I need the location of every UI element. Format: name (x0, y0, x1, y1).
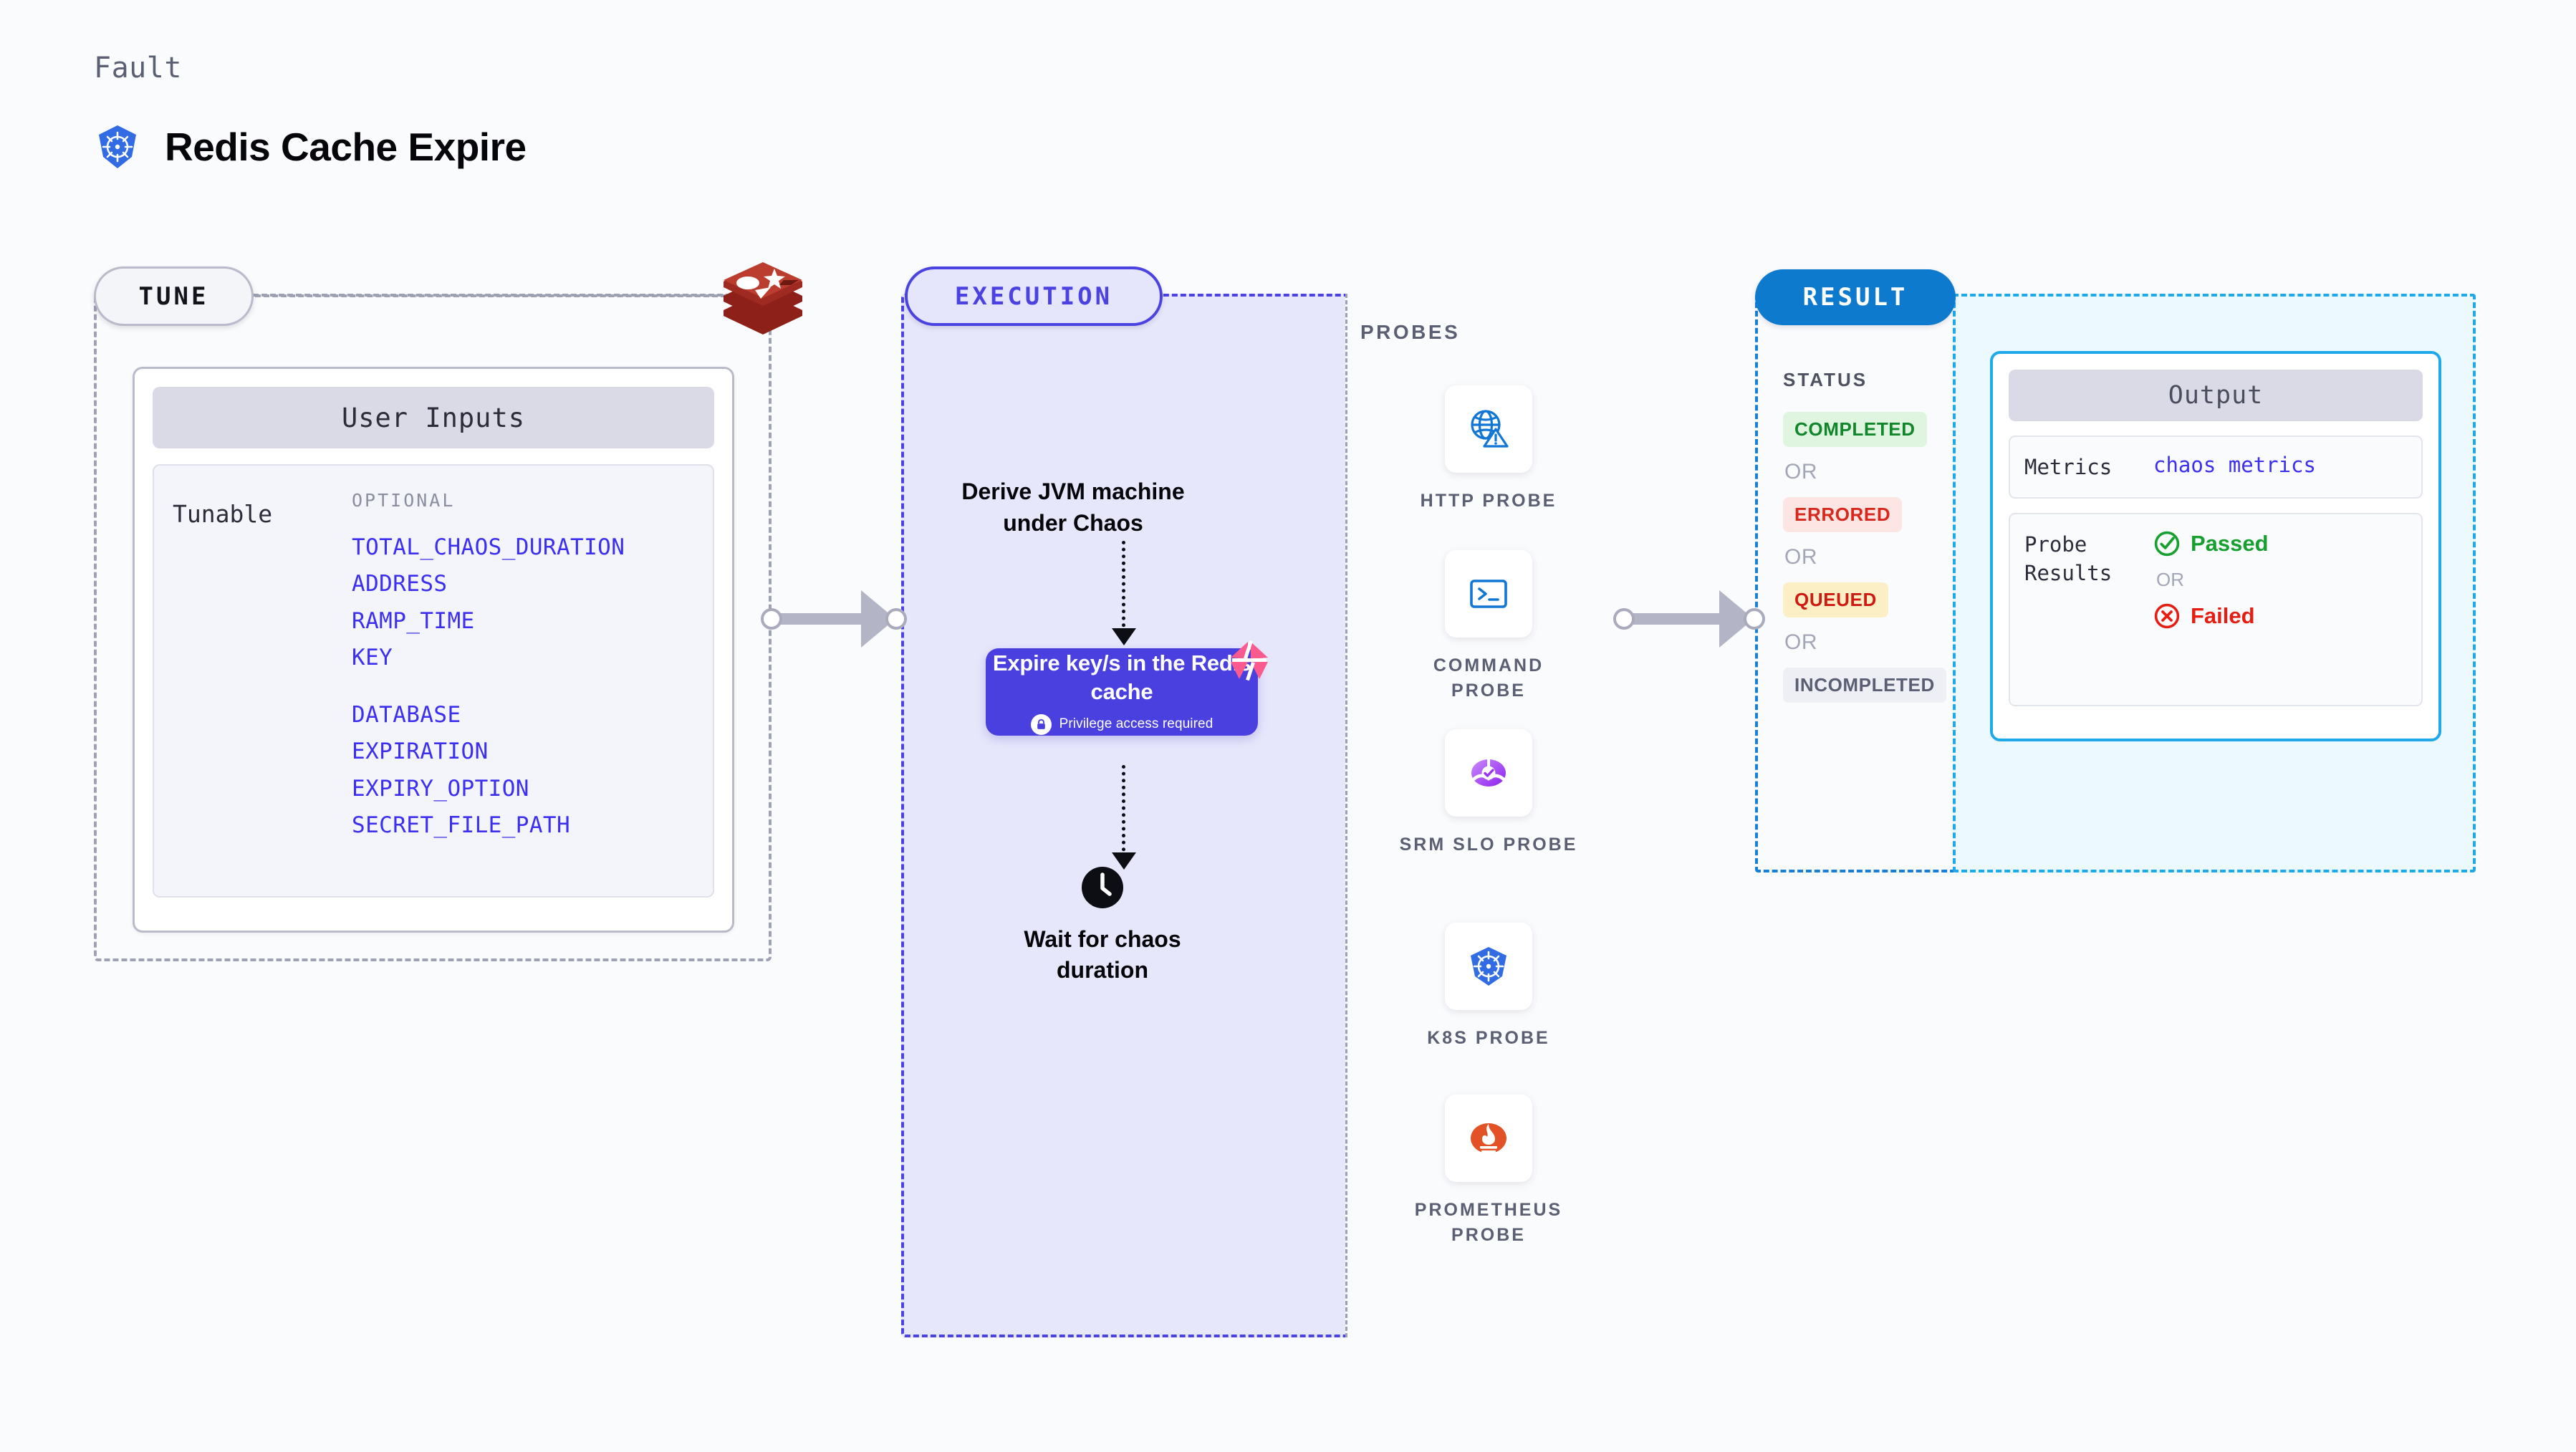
result-stage-badge[interactable]: RESULT (1755, 269, 1956, 325)
clock-icon (1080, 867, 1125, 913)
probe-http[interactable]: HTTP PROBE (1395, 385, 1582, 514)
globe-warning-icon (1445, 385, 1532, 473)
terminal-icon (1445, 550, 1532, 638)
probe-label: K8S PROBE (1427, 1028, 1550, 1048)
tune-to-execution-arrow (761, 590, 907, 648)
probes-to-result-arrow (1613, 590, 1765, 648)
flow-connector-2 (1122, 765, 1125, 858)
connector-end-dot (885, 608, 907, 630)
probe-prometheus[interactable]: PROMETHEUS PROBE (1395, 1095, 1582, 1247)
user-inputs-body: Tunable OPTIONAL TOTAL_CHAOS_DURATION AD… (153, 464, 714, 898)
probe-command[interactable]: COMMAND PROBE (1395, 550, 1582, 703)
probe-results-values: Passed OR Failed (2153, 530, 2269, 630)
output-card-title: Output (2009, 370, 2423, 421)
status-list: COMPLETED OR ERRORED OR QUEUED OR INCOMP… (1783, 412, 1946, 703)
action-card-title: Expire key/s in the Redis cache (992, 650, 1251, 704)
param-expiry-option[interactable]: EXPIRY_OPTION (352, 775, 529, 802)
probe-label: COMMAND PROBE (1433, 655, 1544, 701)
user-inputs-card-title: User Inputs (153, 387, 714, 448)
optional-group-label: OPTIONAL (352, 490, 456, 511)
param-total-chaos-duration[interactable]: TOTAL_CHAOS_DURATION (352, 534, 625, 560)
status-badge-completed: COMPLETED (1783, 412, 1927, 447)
execution-stage-badge[interactable]: EXECUTION (905, 266, 1163, 326)
status-badge-errored: ERRORED (1783, 497, 1903, 532)
page-eyebrow: Fault (94, 52, 182, 85)
kubernetes-icon (94, 123, 141, 170)
execution-action-card[interactable]: Expire key/s in the Redis cache Privileg… (986, 648, 1258, 736)
probe-label: SRM SLO PROBE (1399, 835, 1578, 855)
harness-logo-icon (1226, 638, 1272, 683)
param-secret-file-path[interactable]: SECRET_FILE_PATH (352, 812, 571, 839)
tunable-row-label: Tunable (173, 500, 273, 528)
status-section-label: STATUS (1783, 369, 1868, 390)
user-inputs-card: User Inputs Tunable OPTIONAL TOTAL_CHAOS… (133, 367, 734, 933)
connector-start-dot (1613, 608, 1635, 630)
probe-result-or: OR (2156, 569, 2184, 591)
status-or-2: OR (1784, 545, 1817, 569)
connector-end-dot (1744, 608, 1765, 630)
redis-logo-icon (716, 249, 809, 342)
param-database[interactable]: DATABASE (352, 701, 461, 728)
x-circle-icon (2154, 603, 2180, 629)
output-metrics-row: Metrics chaos metrics (2009, 436, 2423, 499)
tune-source-link (255, 294, 726, 297)
param-address[interactable]: ADDRESS (352, 571, 448, 597)
output-card: Output Metrics chaos metrics Probe Resul… (1990, 351, 2441, 741)
flow-arrowhead-1 (1112, 628, 1136, 645)
probe-label: PROMETHEUS PROBE (1414, 1200, 1563, 1245)
tune-stage-badge[interactable]: TUNE (94, 266, 254, 326)
status-or-1: OR (1784, 460, 1817, 484)
page-header: Redis Cache Expire (94, 123, 527, 170)
srm-slo-icon (1445, 729, 1532, 817)
status-badge-incompleted: INCOMPLETED (1783, 668, 1946, 703)
passed-label: Passed (2191, 531, 2269, 557)
probe-results-label: Probe Results (2024, 532, 2113, 586)
wait-node (1080, 865, 1125, 913)
prometheus-icon (1445, 1095, 1532, 1182)
param-ramp-time[interactable]: RAMP_TIME (352, 607, 475, 634)
action-card-note-text: Privilege access required (1059, 716, 1213, 732)
action-card-note: Privilege access required (1030, 713, 1213, 735)
page-title: Redis Cache Expire (165, 125, 527, 169)
param-key[interactable]: KEY (352, 645, 393, 671)
kubernetes-icon (1445, 923, 1532, 1010)
metrics-value[interactable]: chaos metrics (2153, 453, 2316, 477)
flow-arrowhead-2 (1112, 852, 1136, 870)
execution-step-wait: Wait for chaos duration (1024, 926, 1181, 983)
probes-section-label: PROBES (1360, 321, 1461, 343)
metrics-label: Metrics (2024, 455, 2113, 479)
output-probe-results-row: Probe Results Passed OR Failed (2009, 513, 2423, 707)
check-circle-icon (2154, 531, 2180, 557)
param-expiration[interactable]: EXPIRATION (352, 739, 489, 765)
probe-k8s[interactable]: K8S PROBE (1395, 923, 1582, 1051)
probe-result-passed: Passed (2153, 530, 2269, 557)
status-badge-queued: QUEUED (1783, 582, 1888, 617)
execution-step-derive: Derive JVM machine under Chaos (961, 479, 1185, 536)
failed-label: Failed (2191, 603, 2255, 629)
connector-shaft (780, 613, 866, 625)
connector-shaft (1633, 613, 1724, 625)
tunable-params-list: OPTIONAL TOTAL_CHAOS_DURATION ADDRESS RA… (352, 490, 625, 896)
lock-icon (1030, 713, 1052, 735)
flow-connector-1 (1122, 541, 1125, 634)
connector-start-dot (761, 608, 782, 630)
probe-result-failed: Failed (2153, 602, 2269, 630)
probe-srm-slo[interactable]: SRM SLO PROBE (1395, 729, 1582, 857)
status-or-3: OR (1784, 630, 1817, 654)
probe-label: HTTP PROBE (1420, 491, 1557, 511)
